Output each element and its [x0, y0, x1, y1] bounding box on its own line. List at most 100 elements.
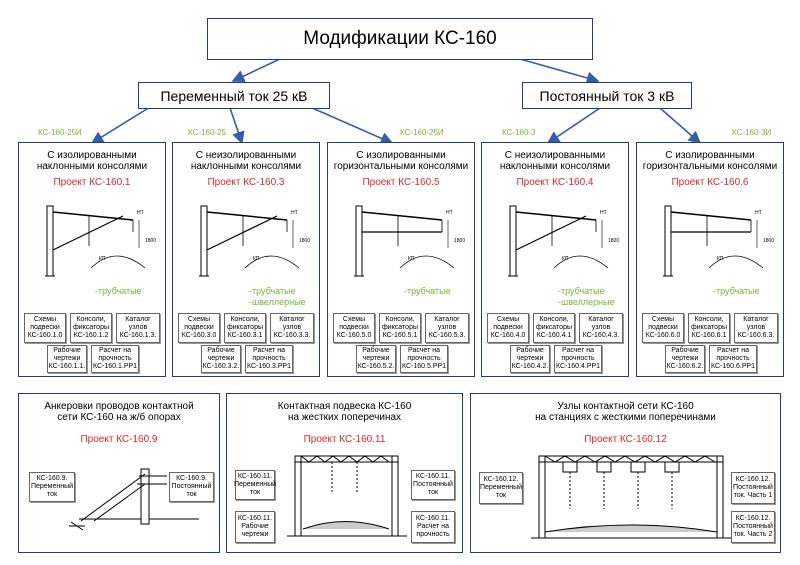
- doc-box-consoles[interactable]: Консоли, фиксаторы КС-160.4.1: [533, 313, 575, 343]
- nt-label: НТ: [291, 210, 298, 216]
- doc-box-3[interactable]: КС-160.12. Постоянный ток. Часть 2: [731, 511, 775, 543]
- kp-label: КП: [99, 256, 106, 262]
- type-label: -трубчатые: [95, 286, 142, 297]
- doc-box-strength[interactable]: Расчет на прочность КС-160.1.РР1: [91, 345, 139, 373]
- card-title-line2: на станциях с жесткими поперечинами: [535, 412, 716, 423]
- card-title-line2: на жестких поперечинах: [287, 412, 402, 423]
- project-label: Проект КС-160.4: [516, 177, 594, 188]
- main-title: Модификации КС-160: [303, 28, 497, 49]
- kp-label: КП: [253, 256, 260, 262]
- doc-box-strength[interactable]: Расчет на прочность КС-160.6.РР1: [709, 345, 757, 373]
- doc-box-1[interactable]: КС-160.12. Переменный ток: [479, 472, 523, 504]
- doc-box-strength[interactable]: Расчет на прочность КС-160.3.РР1: [245, 345, 293, 373]
- type-label-2: -швеллерные: [558, 297, 615, 307]
- doc-box-consoles[interactable]: Консоли, фиксаторы КС-160.1.2: [70, 313, 112, 343]
- type-label: -трубчатые: [713, 286, 760, 297]
- card-title-line1: Контактная подвеска КС-160: [277, 401, 412, 412]
- bottom-card-suspension: Контактная подвеска КС-160 на жестких по…: [226, 393, 463, 553]
- doc-box-consoles[interactable]: Консоли, фиксаторы КС-160.5.1: [379, 313, 421, 343]
- doc-box-catalog[interactable]: Каталог узлов КС-160.5.3.: [425, 313, 469, 343]
- project-label: Проект КС-160.6: [671, 177, 749, 188]
- card-title-line2: сети КС-160 на ж/б опорах: [57, 412, 181, 423]
- card-title-line2: горизонтальными консолями: [642, 161, 778, 172]
- doc-box-strength[interactable]: Расчет на прочность КС-160.5.РР1: [400, 345, 448, 373]
- main-title-box: Модификации КС-160: [207, 18, 593, 60]
- anchoring-drawing: [69, 468, 199, 531]
- mod-label-4: КС-160-3: [502, 128, 536, 137]
- doc-box-drawings[interactable]: Рабочие чертежи КС-160.6.2.: [665, 345, 705, 373]
- nt-label: НТ: [137, 210, 144, 216]
- project-label: Проект КС-160.9: [80, 434, 158, 445]
- card-title-line1: Узлы контактной сети КС-160: [557, 401, 694, 412]
- card-title-line1: Анкеровки проводов контактной: [44, 401, 194, 412]
- kp-label: КП: [408, 256, 415, 262]
- mod-label-1: КС-160-25И: [38, 128, 82, 137]
- type-label: -трубчатые: [404, 286, 451, 297]
- doc-box-consoles[interactable]: Консоли, фиксаторы КС-160.6.1: [688, 313, 730, 343]
- doc-box-schemes[interactable]: Схемы подвески КС-160.3.0: [178, 313, 220, 343]
- doc-box-drawings[interactable]: Рабочие чертежи КС-160.1.1.: [47, 345, 87, 373]
- height-label: 1800: [763, 238, 774, 244]
- branch-ac-box: Переменный ток 25 кВ: [138, 82, 330, 109]
- doc-box-2[interactable]: КС-160.11. Постоянный ток: [411, 470, 455, 500]
- height-label: 1800: [454, 238, 465, 244]
- doc-box-strength[interactable]: Расчет на прочность КС-160.4.РР1: [554, 345, 602, 373]
- doc-box-schemes[interactable]: Схемы подвески КС-160.5.0: [333, 313, 375, 343]
- doc-box-drawings[interactable]: Рабочие чертежи КС-160.5.2.: [356, 345, 396, 373]
- doc-box-catalog[interactable]: Каталог узлов КС-160.3.3.: [270, 313, 314, 343]
- doc-box-1[interactable]: КС-160.11. Переменный ток: [234, 470, 276, 500]
- doc-box-catalog[interactable]: Каталог узлов КС-160.4.3.: [579, 313, 623, 343]
- kp-label: КП: [717, 256, 724, 262]
- doc-box-3[interactable]: КС-160.11. Рабочие чертежи: [235, 511, 275, 543]
- doc-box-schemes[interactable]: Схемы подвески КС-160.1.0: [24, 313, 66, 343]
- nt-label: НТ: [446, 210, 453, 216]
- branch-dc-label: Постоянный ток 3 кВ: [539, 87, 675, 104]
- type-label-2: -швеллерные: [249, 297, 306, 307]
- doc-box-catalog[interactable]: Каталог узлов КС-160.1.3.: [116, 313, 160, 343]
- doc-box-schemes[interactable]: Схемы подвески КС-160.4.0: [487, 313, 529, 343]
- bottom-card-stations: Узлы контактной сети КС-160 на станциях …: [470, 393, 781, 553]
- height-label: 1800: [608, 238, 619, 244]
- card-title: Контактная подвеска КС-160 на жестких по…: [227, 401, 462, 423]
- doc-box-catalog[interactable]: Каталог узлов КС-160.6.3.: [734, 313, 778, 343]
- nt-label: НТ: [600, 210, 607, 216]
- card-title-line2: наклонными консолями: [499, 161, 611, 172]
- doc-box-drawings[interactable]: Рабочие чертежи КС-160.3.2.: [201, 345, 241, 373]
- doc-box-schemes[interactable]: Схемы подвески КС-160.6.0: [642, 313, 684, 343]
- project-label: Проект КС-160.3: [207, 177, 285, 188]
- branch-ac-label: Переменный ток 25 кВ: [160, 87, 308, 104]
- card-title-line1: С изолированными: [665, 150, 755, 161]
- project-label: Проект КС-160.5: [362, 177, 440, 188]
- height-label: 1800: [299, 238, 310, 244]
- type-label-1: -трубчатые: [249, 286, 296, 296]
- type-label-1: -трубчатые: [95, 286, 142, 296]
- doc-box-4[interactable]: КС-160.11. Расчет на прочность: [411, 511, 455, 543]
- card-title: Узлы контактной сети КС-160 на станциях …: [471, 401, 780, 423]
- doc-box-consoles[interactable]: Консоли, фиксаторы КС-160.3.1: [224, 313, 266, 343]
- card-title-line2: наклонными консолями: [190, 161, 302, 172]
- card-title-line1: С неизолированными: [504, 150, 606, 161]
- doc-box-1[interactable]: КС-160.9. Переменный ток: [29, 472, 75, 502]
- doc-box-drawings[interactable]: Рабочие чертежи КС-160.4.2.: [510, 345, 550, 373]
- doc-box-2[interactable]: КС-160.9. Постоянный ток: [169, 472, 214, 502]
- type-label-1: -трубчатые: [404, 286, 451, 296]
- kp-label: КП: [562, 256, 569, 262]
- height-label: 1800: [145, 238, 156, 244]
- card-title-line1: С изолированными: [47, 150, 137, 161]
- nt-label: НТ: [755, 210, 762, 216]
- card-title-line2: горизонтальными консолями: [333, 161, 469, 172]
- doc-box-2[interactable]: КС-160.12. Постоянный ток. Часть 1: [731, 472, 775, 504]
